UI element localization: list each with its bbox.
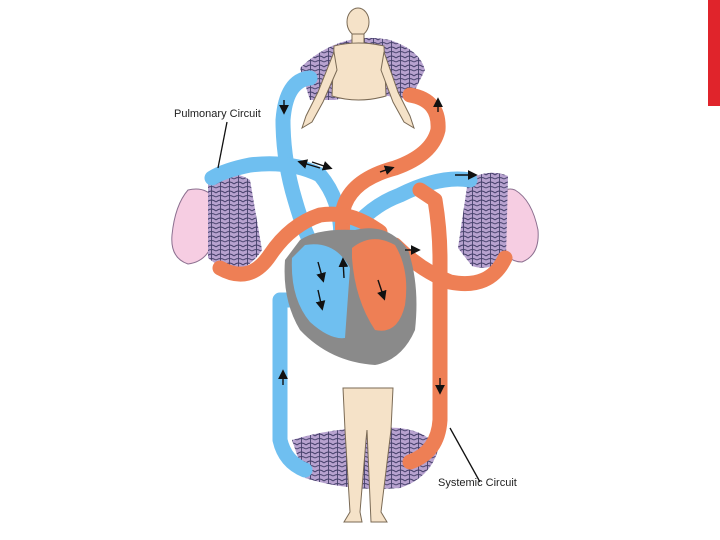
systemic-circuit-label: Systemic Circuit — [438, 477, 517, 489]
right-lung-capillaries — [458, 172, 508, 268]
accent-bar — [708, 0, 720, 106]
human-lower-body-icon — [342, 387, 394, 523]
label-leaders — [217, 121, 481, 483]
right-ventricle — [291, 244, 350, 339]
human-upper-body-icon — [301, 7, 415, 130]
flow-arrows — [278, 97, 478, 395]
left-lung-icon — [171, 188, 215, 265]
pulmonary-circuit-label: Pulmonary Circuit — [174, 108, 261, 120]
heart-icon — [284, 228, 417, 365]
left-lung-capillaries — [208, 173, 262, 271]
lower-capillary-bed — [292, 427, 438, 489]
